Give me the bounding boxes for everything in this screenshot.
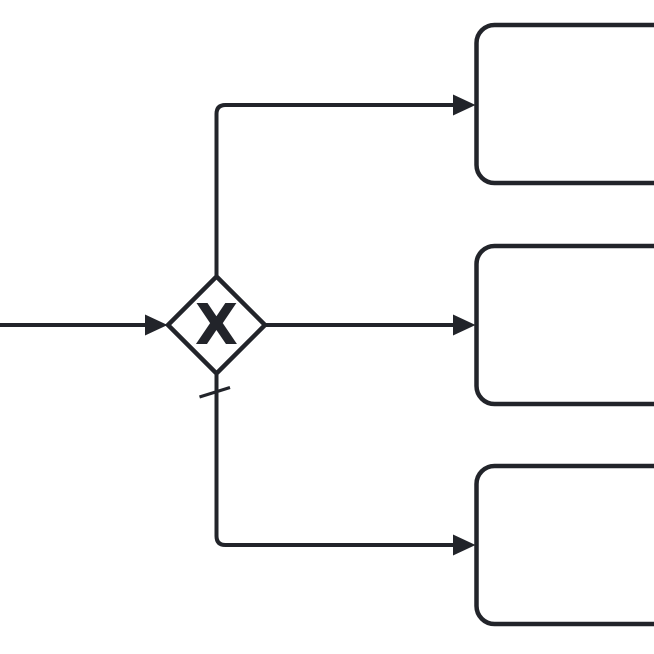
sequence-flow-top-line[interactable] xyxy=(214,103,455,277)
task-middle-rect[interactable] xyxy=(474,243,654,407)
exclusive-gateway[interactable]: X xyxy=(164,273,269,377)
task-bottom[interactable] xyxy=(474,463,654,627)
task-middle[interactable] xyxy=(474,243,654,407)
xor-marker-icon: X xyxy=(195,293,238,358)
task-top-rect[interactable] xyxy=(474,22,654,186)
arrowhead-icon xyxy=(145,314,168,336)
arrowhead-icon xyxy=(453,94,476,116)
exclusive-gateway-diamond[interactable] xyxy=(164,273,269,377)
task-bottom-rect[interactable] xyxy=(474,463,654,627)
sequence-flow-incoming[interactable] xyxy=(0,314,168,336)
arrowhead-icon xyxy=(453,534,476,556)
sequence-flow-bottom-line[interactable] xyxy=(214,373,455,547)
sequence-flow-to-top-task[interactable] xyxy=(214,94,476,278)
default-flow-slash-icon xyxy=(199,385,231,399)
sequence-flow-to-bottom-task-default[interactable] xyxy=(199,373,476,556)
sequence-flow-to-middle-task[interactable] xyxy=(264,314,476,336)
task-top[interactable] xyxy=(474,22,654,186)
arrowhead-icon xyxy=(453,314,476,336)
